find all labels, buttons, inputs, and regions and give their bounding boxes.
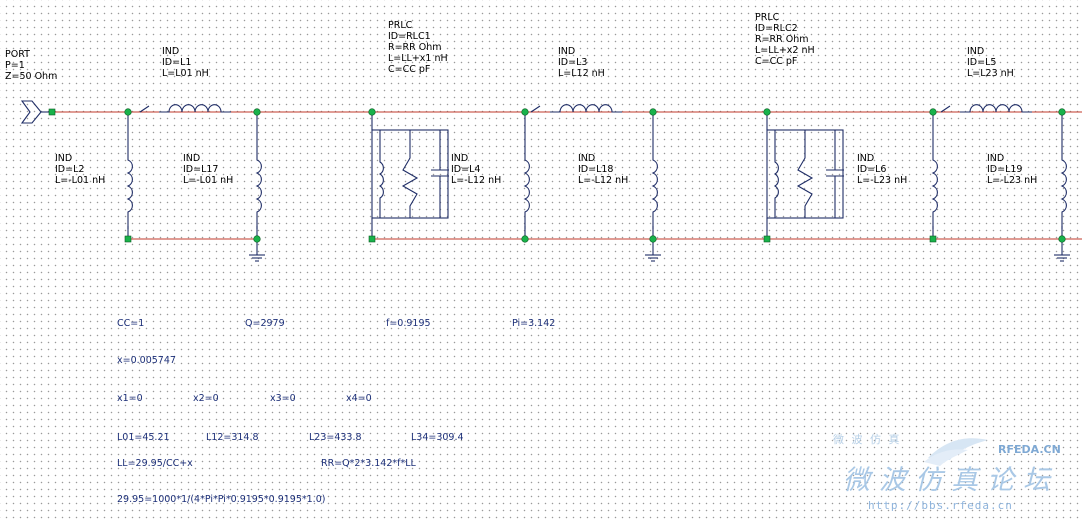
- inductor-l17[interactable]: [256, 149, 262, 230]
- ground-symbol-3: [1053, 240, 1071, 262]
- equation-ll[interactable]: LL=29.95/CC+x: [117, 458, 193, 469]
- prlc-rlc2-label: PRLC ID=RLC2 R=RR Ohm L=LL+x2 nH C=CC pF: [755, 12, 815, 67]
- port-symbol[interactable]: [20, 100, 52, 124]
- watermark-wing-icon: [924, 438, 988, 466]
- equation-l34[interactable]: L34=309.4: [411, 432, 464, 443]
- port-number: P=1: [5, 60, 25, 71]
- prlc-rlc1[interactable]: [371, 129, 450, 219]
- port-impedance: Z=50 Ohm: [5, 71, 58, 82]
- component-leads: [127, 105, 1063, 239]
- inductor-l2[interactable]: [127, 149, 133, 230]
- inductor-l3-label: IND ID=L3 L=L12 nH: [558, 46, 605, 79]
- inductor-l6-label: IND ID=L6 L=-L23 nH: [857, 153, 908, 186]
- wire-nodes: [48, 108, 1066, 243]
- equation-resonance[interactable]: 29.95=1000*1/(4*Pi*Pi*0.9195*0.9195*1.0): [117, 494, 326, 505]
- equation-x2[interactable]: x2=0: [193, 393, 219, 404]
- inductor-l1[interactable]: [158, 104, 232, 113]
- inductor-l3[interactable]: [549, 104, 623, 113]
- watermark-brand: RFEDA.CN: [998, 443, 1061, 456]
- equation-q[interactable]: Q=2979: [245, 318, 285, 329]
- inductor-l4[interactable]: [524, 149, 530, 230]
- inductor-l19[interactable]: [1061, 149, 1067, 230]
- equation-l23[interactable]: L23=433.8: [309, 432, 362, 443]
- equation-rr[interactable]: RR=Q*2*3.142*f*LL: [321, 458, 416, 469]
- equation-pi[interactable]: Pi=3.142: [512, 318, 556, 329]
- inductor-l1-label: IND ID=L1 L=L01 nH: [162, 46, 209, 79]
- equation-f[interactable]: f=0.9195: [386, 318, 431, 329]
- inductor-l5[interactable]: [959, 104, 1033, 113]
- equation-x1[interactable]: x1=0: [117, 393, 143, 404]
- ground-symbol-2: [644, 240, 662, 262]
- inductor-l18-label: IND ID=L18 L=-L12 nH: [578, 153, 629, 186]
- watermark-top-text: 微 波 仿 真: [833, 433, 902, 446]
- prlc-rlc2[interactable]: [766, 129, 845, 219]
- port-label: PORT P=1 Z=50 Ohm: [5, 49, 57, 82]
- inductor-l2-label: IND ID=L2 L=-L01 nH: [55, 153, 106, 186]
- inductor-l17-label: IND ID=L17 L=-L01 nH: [183, 153, 234, 186]
- ground-symbol-1: [248, 240, 266, 262]
- equation-x4[interactable]: x4=0: [346, 393, 372, 404]
- equation-l01[interactable]: L01=45.21: [117, 432, 170, 443]
- equation-x3[interactable]: x3=0: [270, 393, 296, 404]
- equation-cc[interactable]: CC=1: [117, 318, 145, 329]
- watermark-title: 微波仿真论坛: [843, 465, 1059, 496]
- equation-l12[interactable]: L12=314.8: [206, 432, 259, 443]
- inductor-l6[interactable]: [932, 149, 938, 230]
- inductor-l19-label: IND ID=L19 L=-L23 nH: [987, 153, 1038, 186]
- inductor-l4-label: IND ID=L4 L=-L12 nH: [451, 153, 502, 186]
- prlc-rlc1-label: PRLC ID=RLC1 R=RR Ohm L=LL+x1 nH C=CC pF: [388, 20, 448, 75]
- equation-x[interactable]: x=0.005747: [117, 355, 176, 366]
- port-type: PORT: [5, 49, 30, 60]
- inductor-l5-label: IND ID=L5 L=L23 nH: [967, 46, 1014, 79]
- watermark: 微 波 仿 真 RFEDA.CN 微波仿真论坛 http://bbs.rfeda…: [828, 428, 1078, 518]
- inductor-l18[interactable]: [652, 149, 658, 230]
- watermark-url: http://bbs.rfeda.cn: [868, 499, 1013, 512]
